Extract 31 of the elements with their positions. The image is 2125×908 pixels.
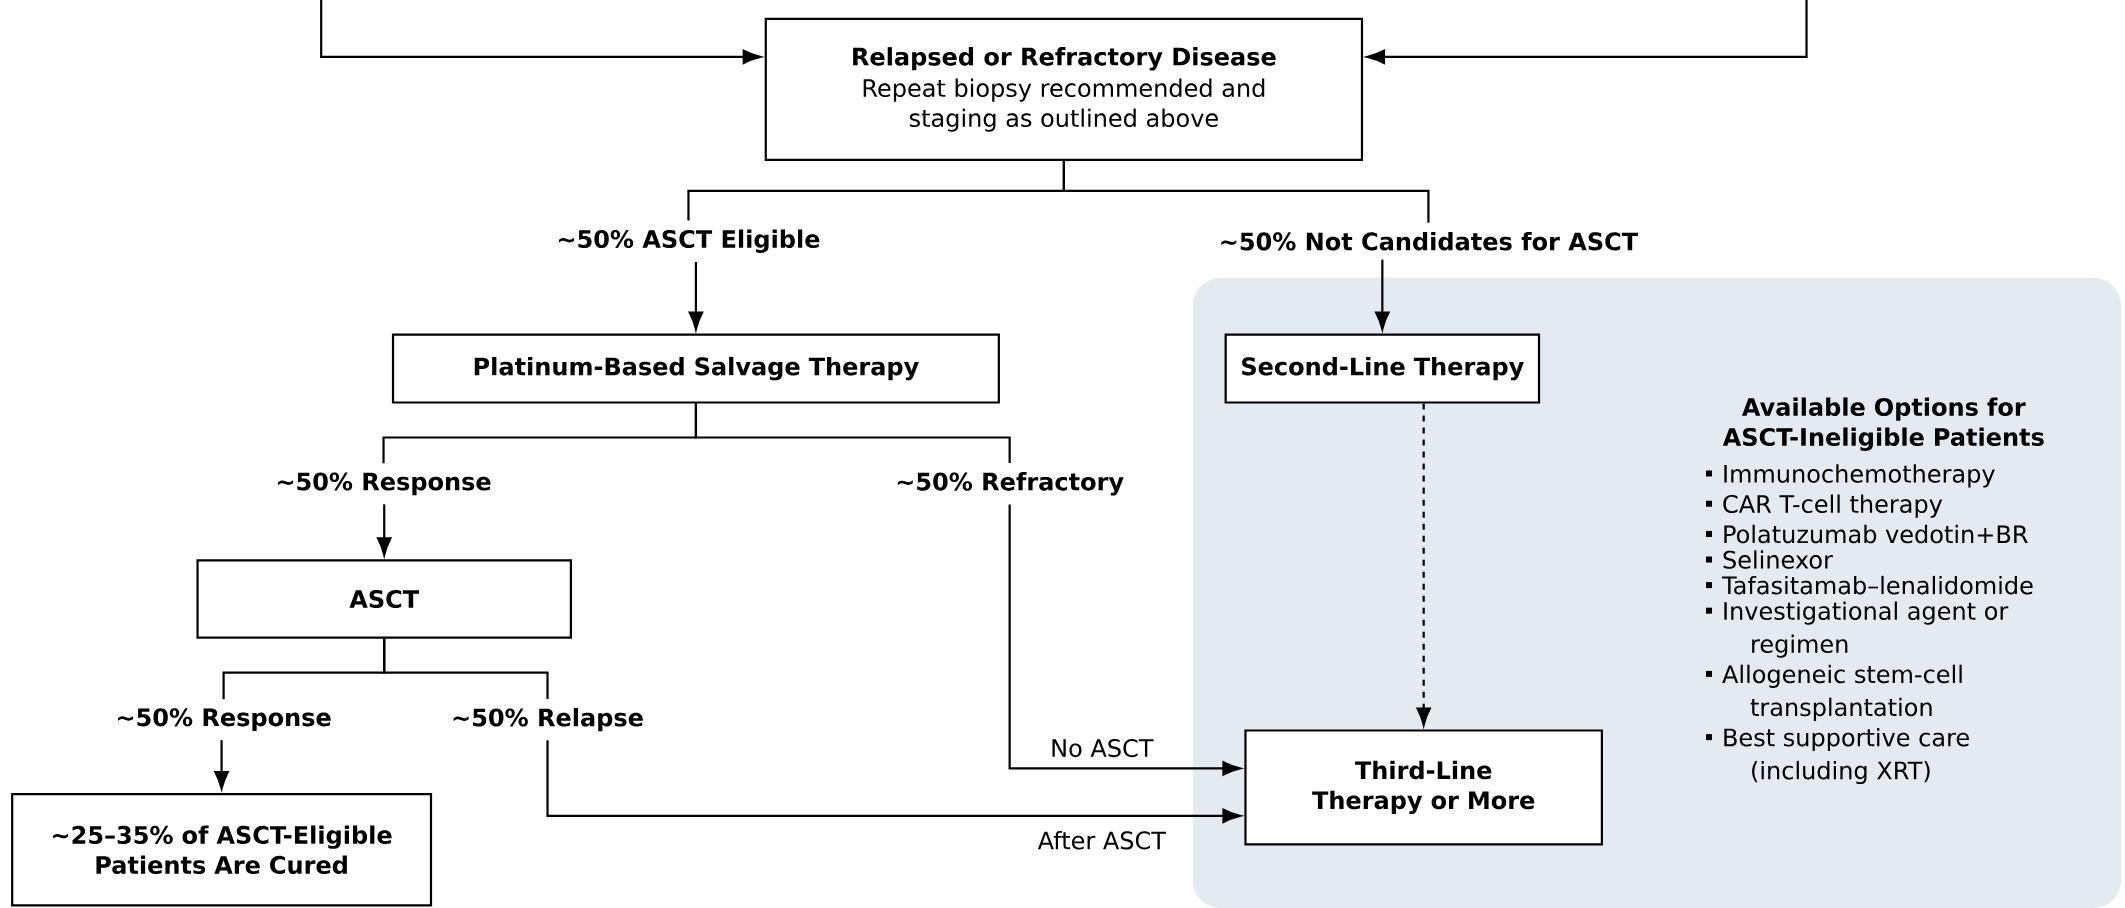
connector-line xyxy=(694,403,1011,463)
process-box: ~25–35% of ASCT-Eligible Patients Are Cured xyxy=(11,793,433,907)
list-item: Polatuzumab vedotin+BR xyxy=(1706,524,2028,544)
branch-label: ~50% Refractory xyxy=(897,472,1124,496)
panel-heading: Available Options for ASCT-Ineligible Patients xyxy=(1722,397,2044,451)
arrow xyxy=(320,0,762,65)
process-box: Second-Line Therapy xyxy=(1224,333,1541,404)
list-item: Investigational agent or regimen xyxy=(1706,601,2009,658)
arrow xyxy=(1375,259,1390,331)
branch-label: ~50% Not Candidates for ASCT xyxy=(1221,231,1638,251)
arrow xyxy=(546,740,1241,824)
branch-label: ~50% Response xyxy=(118,708,331,732)
list-item: Tafasitamab–lenalidomide xyxy=(1706,575,2033,595)
process-box: ASCT xyxy=(196,559,572,639)
process-box: Third-Line Therapy or More xyxy=(1244,729,1603,846)
branch-label: ~50% Response xyxy=(277,472,491,496)
list-item: Selinexor xyxy=(1706,550,1833,569)
list-item: Best supportive care (including XRT) xyxy=(1706,727,1969,785)
list-item: Immunochemotherapy xyxy=(1706,464,1995,488)
branch-label: ~50% Relapse xyxy=(453,708,643,732)
process-box: Relapsed or Refractory Disease Repeat biopsy recommended and staging as outlined above xyxy=(764,17,1364,162)
list-item: Allogeneic stem-cell transplantation xyxy=(1706,664,1962,721)
branch-label: ~50% ASCT Eligible xyxy=(559,229,820,253)
connector-line xyxy=(383,638,549,699)
list-item: CAR T-cell therapy xyxy=(1706,494,1943,518)
process-box: Platinum-Based Salvage Therapy xyxy=(391,333,1000,404)
connector-line xyxy=(1062,161,1430,223)
arrow xyxy=(1366,0,1808,65)
arrow xyxy=(377,504,392,556)
arrow xyxy=(688,262,704,331)
edge-label: After ASCT xyxy=(1035,828,1168,852)
